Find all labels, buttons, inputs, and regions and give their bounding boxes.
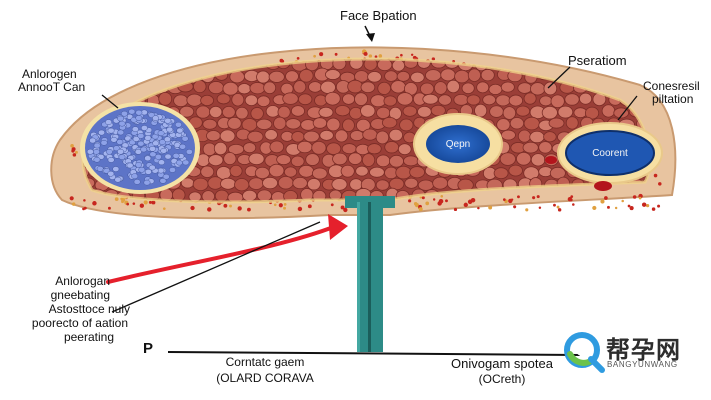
label-left-top-1: Anlorogen bbox=[22, 67, 77, 81]
blue-cell-cluster bbox=[80, 102, 200, 194]
label-top: Face Bpation bbox=[340, 8, 417, 23]
bottom-axis bbox=[167, 351, 581, 356]
label-left-bottom-2: gneebating bbox=[50, 288, 110, 302]
watermark-logo: 帮孕网 BANGYUNWANG bbox=[560, 326, 710, 378]
label-right-2b: piltation bbox=[652, 92, 694, 106]
label-left-bottom-3: Astosttoce nuly bbox=[48, 302, 130, 316]
label-left-bottom-1: Anlorogan bbox=[55, 274, 110, 288]
label-left-top-2: AnnooT Can bbox=[18, 80, 86, 94]
label-right-2a: Conesresil bbox=[643, 79, 700, 93]
red-arrow bbox=[106, 224, 338, 284]
label-oval-right: Coorent bbox=[592, 148, 628, 159]
oval-right bbox=[557, 122, 663, 184]
label-bottom-center-1: Corntatc gaem bbox=[225, 355, 305, 369]
label-left-bottom-4: poorecto of aation bbox=[31, 316, 128, 330]
p-marker: P bbox=[143, 340, 154, 357]
oval-left bbox=[413, 113, 503, 175]
label-oval-left: Qepn bbox=[445, 139, 471, 150]
label-bottom-right-1: Onivogam spotea bbox=[451, 356, 553, 371]
label-left-bottom-5: peerating bbox=[63, 330, 114, 344]
logo-title: 帮孕网 bbox=[606, 336, 681, 364]
logo-icon bbox=[564, 332, 605, 373]
logo-subtitle: BANGYUNWANG bbox=[607, 360, 678, 369]
vessel-stem bbox=[345, 196, 395, 352]
label-bottom-center-2: (OLARD CORAVA bbox=[216, 371, 314, 385]
label-right-1: Pseratiom bbox=[568, 53, 627, 68]
label-bottom-right-2: (OCreth) bbox=[478, 372, 526, 386]
